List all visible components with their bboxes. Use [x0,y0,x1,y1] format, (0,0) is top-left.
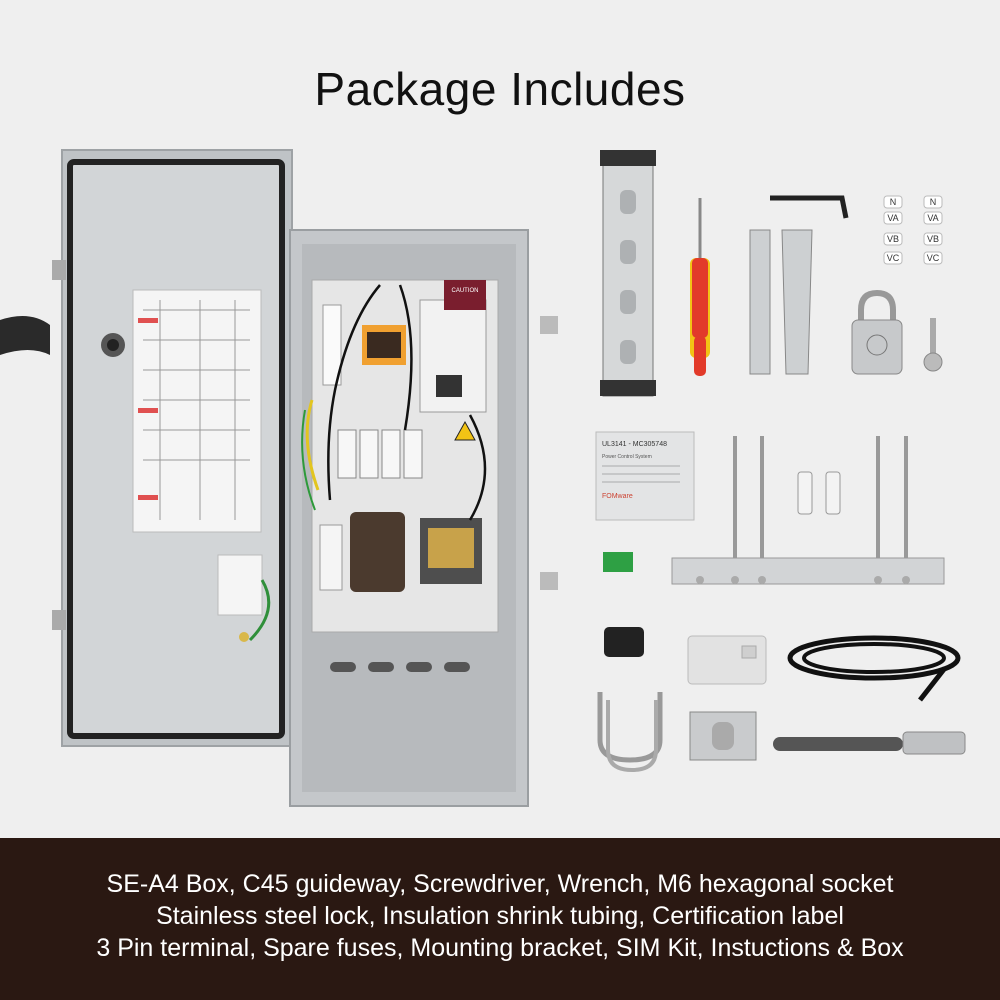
page-title: Package Includes [314,63,686,115]
screwdriver [690,198,710,376]
three-pin-terminal [603,552,633,572]
contents-line-1: SE-A4 Box, C45 guideway, Screwdriver, Wr… [106,870,894,898]
marker-vc-2: VC [927,253,940,263]
marker-n-1: N [890,197,897,207]
cabinet-door [0,149,293,747]
contents-line-2: Stainless steel lock, Insulation shrink … [156,902,844,930]
certification-label: UL3141 - MC305748 Power Control System F… [595,431,695,521]
cable-gland [604,627,644,657]
marker-vb-2: VB [927,234,939,244]
wrench [749,229,813,375]
padlock [851,290,943,375]
marker-va-1: VA [887,213,898,223]
marker-n-2: N [930,197,937,207]
marker-va-2: VA [927,213,938,223]
cert-title: UL3141 - MC305748 [602,441,667,448]
mounting-bracket [671,436,945,585]
marker-vb-1: VB [887,234,899,244]
antenna-cable [787,635,961,702]
cert-subtitle: Power Control System [602,454,652,460]
spare-fuses [797,471,841,515]
brand-label: FOMware [602,493,633,500]
product-image: CAUTION N [0,140,1000,840]
mounting-plate [689,711,757,761]
marker-vc-1: VC [887,253,900,263]
package-contents-footer: SE-A4 Box, C45 guideway, Screwdriver, Wr… [0,838,1000,1000]
cabinet-body: CAUTION [289,229,558,807]
sim-card [687,635,767,685]
hex-key [770,195,849,219]
caution-label: CAUTION [452,288,479,294]
contents-line-3: 3 Pin terminal, Spare fuses, Mounting br… [96,934,904,962]
din-rail [600,150,656,397]
u-bolts [597,692,663,773]
antenna [773,731,966,755]
terminal-markers: N N VA VA VB VB VC VC [883,195,943,265]
